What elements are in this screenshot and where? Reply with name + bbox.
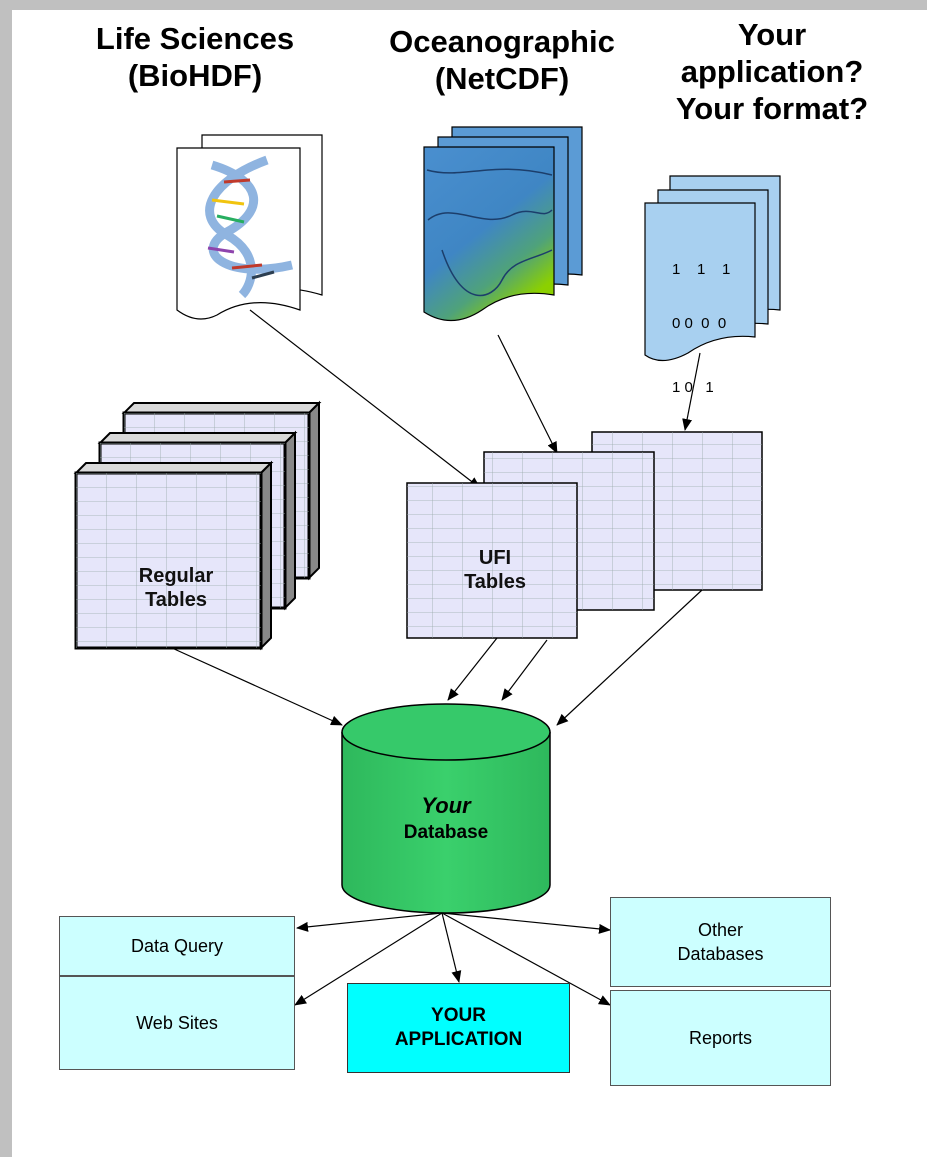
arrow-netcdf-to-ufi <box>497 334 558 454</box>
arrow-ufi2-to-db <box>501 639 548 701</box>
arrow-db-to-application <box>441 912 462 983</box>
regular-tables-stack <box>73 400 322 651</box>
reports-box: Reports <box>610 990 831 1086</box>
arrow-db-to-web-sites <box>294 912 443 1006</box>
data-query-box: Data Query <box>59 916 295 976</box>
arrow-db-to-reports <box>441 912 611 1006</box>
life-sciences-title: Life Sciences (BioHDF) <box>95 21 295 93</box>
ufi-tables-label: UFI Tables <box>464 547 526 593</box>
dna-helix-icon <box>205 155 294 299</box>
netcdf-document-icon <box>423 126 583 322</box>
diagram-graphics <box>73 126 781 1006</box>
oceanographic-title: Oceanographic (NetCDF) <box>389 24 615 96</box>
arrow-ufi1-to-db <box>447 637 498 701</box>
your-format-title: Your application? Your format? <box>675 17 869 126</box>
regular-tables-label: Regular Tables <box>138 565 214 611</box>
database-label: Your Database <box>403 793 489 843</box>
ufi-tables-stack <box>406 431 763 639</box>
binary-digits: 1 1 1 0 0 0 0 1 0 1 <box>672 261 731 396</box>
biohdf-document-icon <box>176 134 323 320</box>
other-databases-box: Other Databases <box>610 897 831 987</box>
arrow-db-to-other-databases <box>441 912 611 934</box>
binary-document-icon <box>644 175 781 362</box>
your-application-box: YOUR APPLICATION <box>347 983 570 1073</box>
arrow-biohdf-to-ufi <box>249 309 481 489</box>
arrow-ufi3-to-db <box>556 589 703 726</box>
diagram-canvas: Life Sciences (BioHDF) Oceanographic (Ne… <box>12 10 927 1157</box>
arrow-binary-to-ufi <box>682 352 701 431</box>
web-sites-box: Web Sites <box>59 976 295 1070</box>
arrow-db-to-data-query <box>296 912 443 932</box>
database-cylinder <box>341 703 551 914</box>
arrow-regular-to-db <box>171 647 343 726</box>
